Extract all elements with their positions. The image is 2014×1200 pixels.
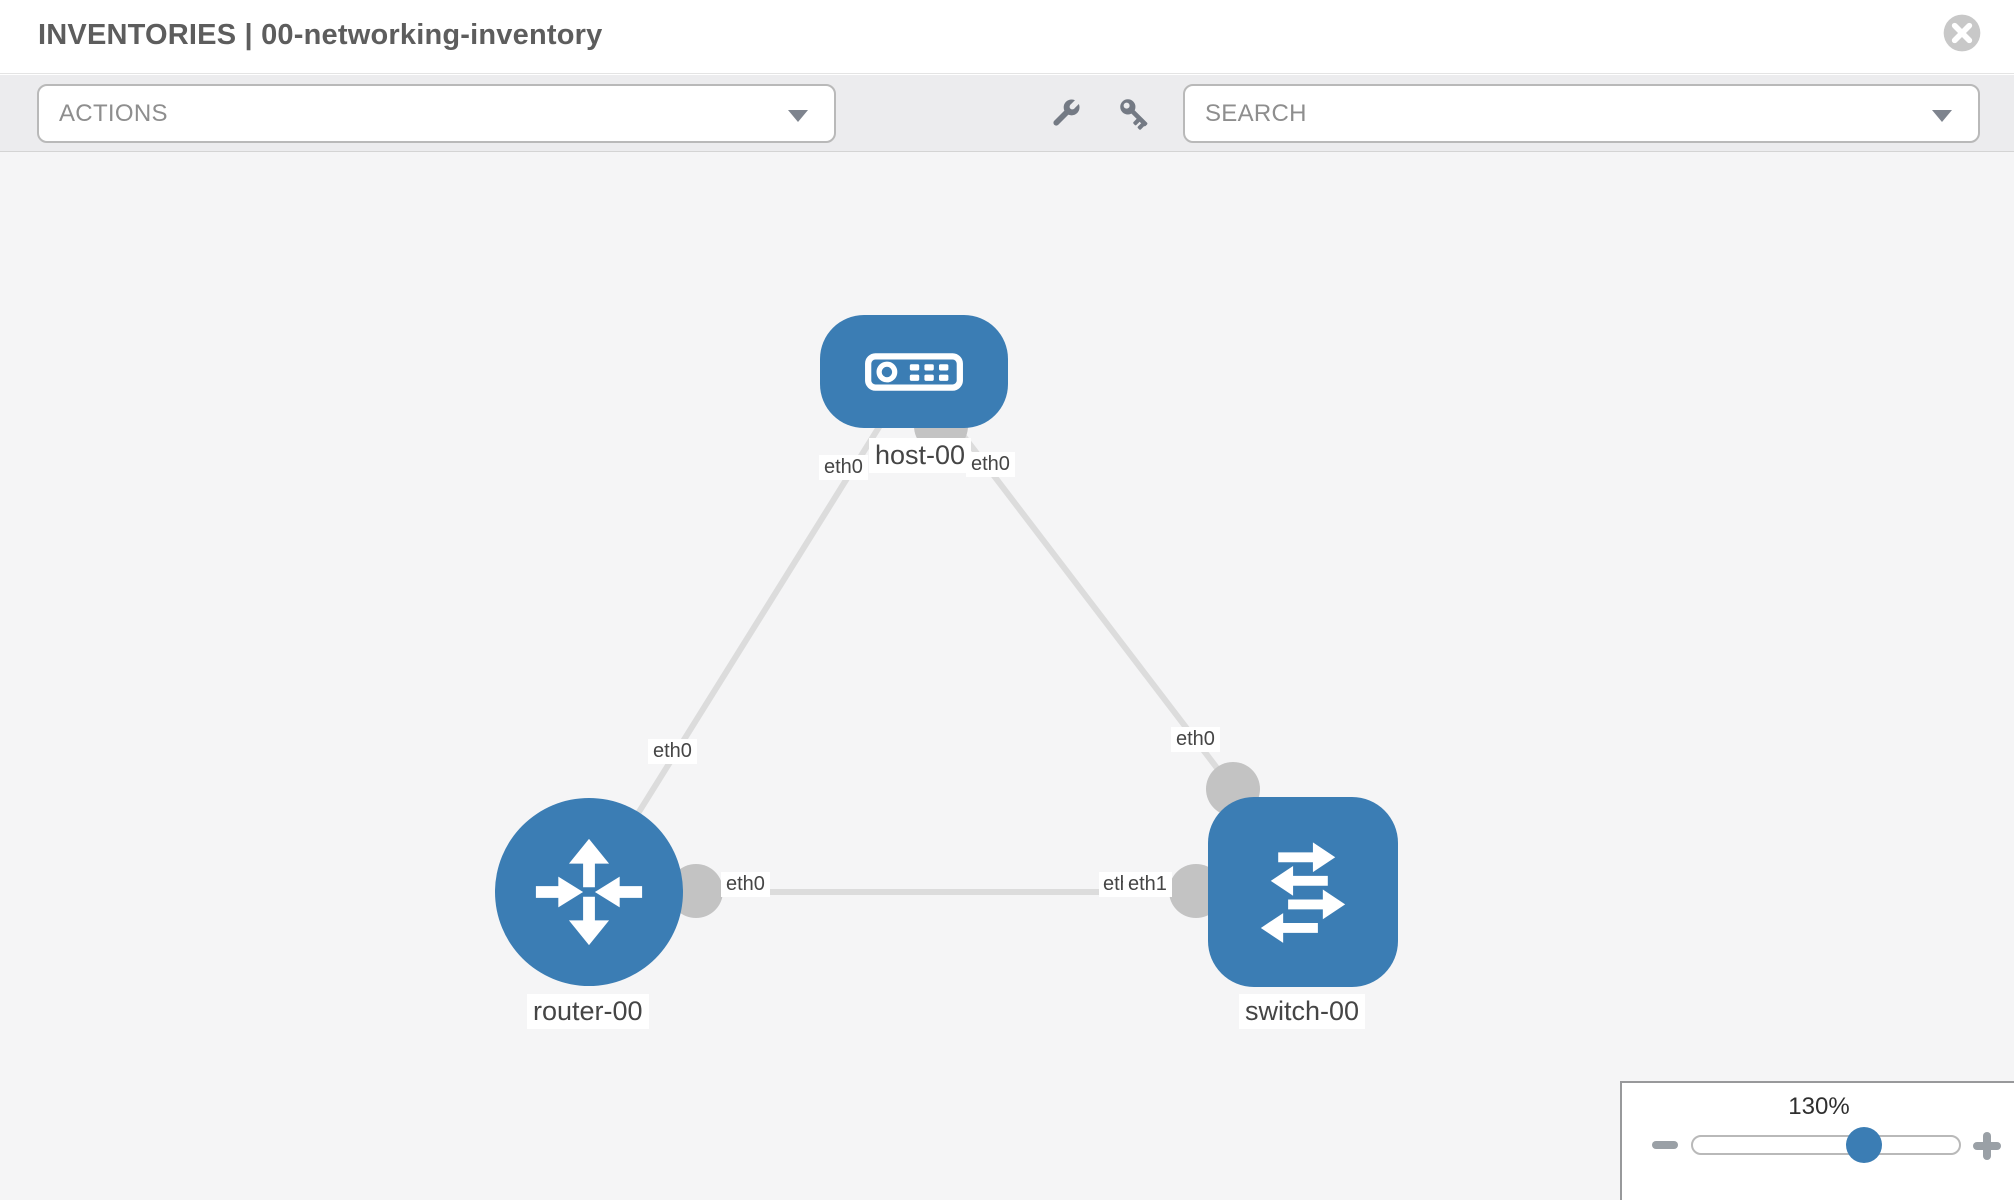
interface-label-switch-eth0-hidden: eth0 <box>1099 872 1124 897</box>
node-router-00[interactable] <box>495 798 683 986</box>
page-title: INVENTORIES | 00-networking-inventory <box>38 19 603 51</box>
chevron-down-icon <box>788 110 808 122</box>
interface-label-switch-eth0-top: eth0 <box>1171 727 1220 752</box>
router-icon <box>535 838 643 946</box>
interface-label-host-eth0-right: eth0 <box>966 452 1015 477</box>
interface-label-router-eth0-top: eth0 <box>648 739 697 764</box>
search-placeholder: SEARCH <box>1205 99 1307 127</box>
header: INVENTORIES | 00-networking-inventory <box>0 0 2014 74</box>
actions-dropdown[interactable]: ACTIONS <box>37 84 836 143</box>
interface-label-host-eth0-left: eth0 <box>819 455 868 480</box>
key-icon <box>1120 99 1148 130</box>
host-icon <box>865 352 963 391</box>
wrench-icon <box>1053 99 1080 126</box>
node-switch-00[interactable] <box>1208 797 1398 987</box>
toolbar: ACTIONS <box>0 75 2014 152</box>
node-label-switch-00: switch-00 <box>1239 994 1366 1029</box>
actions-dropdown-label: ACTIONS <box>59 99 168 127</box>
interface-label-switch-eth1: eth1 <box>1123 872 1172 897</box>
search-dropdown[interactable]: SEARCH <box>1183 84 1980 143</box>
interface-circle <box>669 864 723 918</box>
topology-canvas[interactable]: host-00 router-00 switch-00 eth0 eth0 et… <box>0 152 2014 1200</box>
close-icon <box>1943 14 1981 52</box>
node-host-00[interactable] <box>820 315 1008 428</box>
chevron-down-icon <box>1932 110 1952 122</box>
zoom-in-button[interactable] <box>1972 1131 2002 1161</box>
interface-label-router-eth0-right: eth0 <box>721 872 770 897</box>
topology-links-layer <box>586 369 1303 918</box>
node-label-router-00: router-00 <box>527 994 649 1029</box>
configure-button[interactable] <box>1046 94 1086 134</box>
zoom-panel: 130% <box>1620 1081 2014 1200</box>
credentials-button[interactable] <box>1114 94 1154 134</box>
zoom-slider-knob[interactable] <box>1846 1127 1882 1163</box>
zoom-out-button[interactable] <box>1652 1141 1678 1149</box>
close-button[interactable] <box>1942 13 1982 53</box>
switch-icon <box>1260 842 1346 943</box>
zoom-slider-track[interactable] <box>1691 1135 1961 1155</box>
node-label-host-00: host-00 <box>869 438 972 473</box>
zoom-level: 130% <box>1788 1093 1850 1120</box>
